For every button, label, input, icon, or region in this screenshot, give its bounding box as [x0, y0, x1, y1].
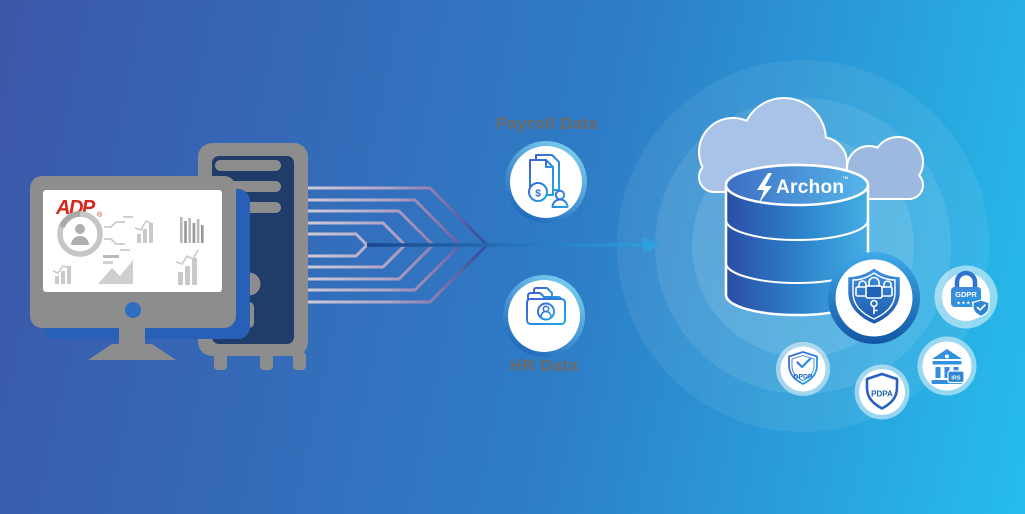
gdpr-stars: ★★★★: [956, 301, 975, 307]
data-flow-lines: [300, 186, 489, 304]
adp-monitor: ADP ®: [30, 176, 250, 360]
dpdp-badge: DPDP: [776, 342, 830, 396]
hr-folder-icon: [526, 287, 566, 325]
svg-text:™: ™: [842, 176, 849, 183]
payroll-document-icon: [528, 154, 569, 208]
bar-chart-icon: [134, 219, 153, 243]
gdpr-padlock-icon: GDPR ★★★★: [951, 270, 990, 318]
bar-chart-icon: [175, 249, 199, 285]
irs-badge: IRS: [917, 336, 977, 396]
archon-logo: Archon ™: [757, 173, 849, 203]
hr-data-label: HR Data: [509, 356, 579, 375]
flow-arrow-icon: [367, 237, 661, 253]
dollar-symbol: $: [535, 188, 541, 200]
hr-data-node: [503, 275, 585, 357]
pdpa-shield-icon: [865, 372, 899, 410]
svg-text:®: ®: [97, 211, 103, 219]
bar-chart-icon: [52, 265, 71, 284]
lightning-bolt-icon: [757, 173, 772, 203]
pdpa-badge: PDPA: [854, 364, 910, 420]
svg-text:GDPR: GDPR: [955, 290, 977, 299]
payroll-data-label: Payroll Data: [496, 114, 598, 133]
svg-text:PDPA: PDPA: [871, 390, 893, 399]
dpdp-shield-check-icon: [788, 351, 818, 385]
histogram-icon: [180, 217, 204, 243]
avatar-icon: [57, 211, 103, 257]
svg-text:DPDP: DPDP: [794, 374, 813, 381]
connector-lines: [104, 216, 133, 251]
monitor-chin-button: [125, 302, 141, 318]
area-chart-icon: [98, 255, 133, 284]
svg-text:IRS: IRS: [951, 375, 961, 381]
database-cylinder-icon: Archon ™: [724, 163, 870, 317]
gdpr-badge: GDPR ★★★★: [934, 265, 998, 329]
monitor-stand: [88, 344, 176, 360]
payroll-data-node: $: [505, 141, 587, 223]
dashboard-widgets: [52, 211, 204, 285]
irs-bank-icon: IRS: [931, 349, 965, 384]
svg-text:Archon: Archon: [776, 177, 844, 198]
security-shield-badge: [828, 252, 920, 344]
